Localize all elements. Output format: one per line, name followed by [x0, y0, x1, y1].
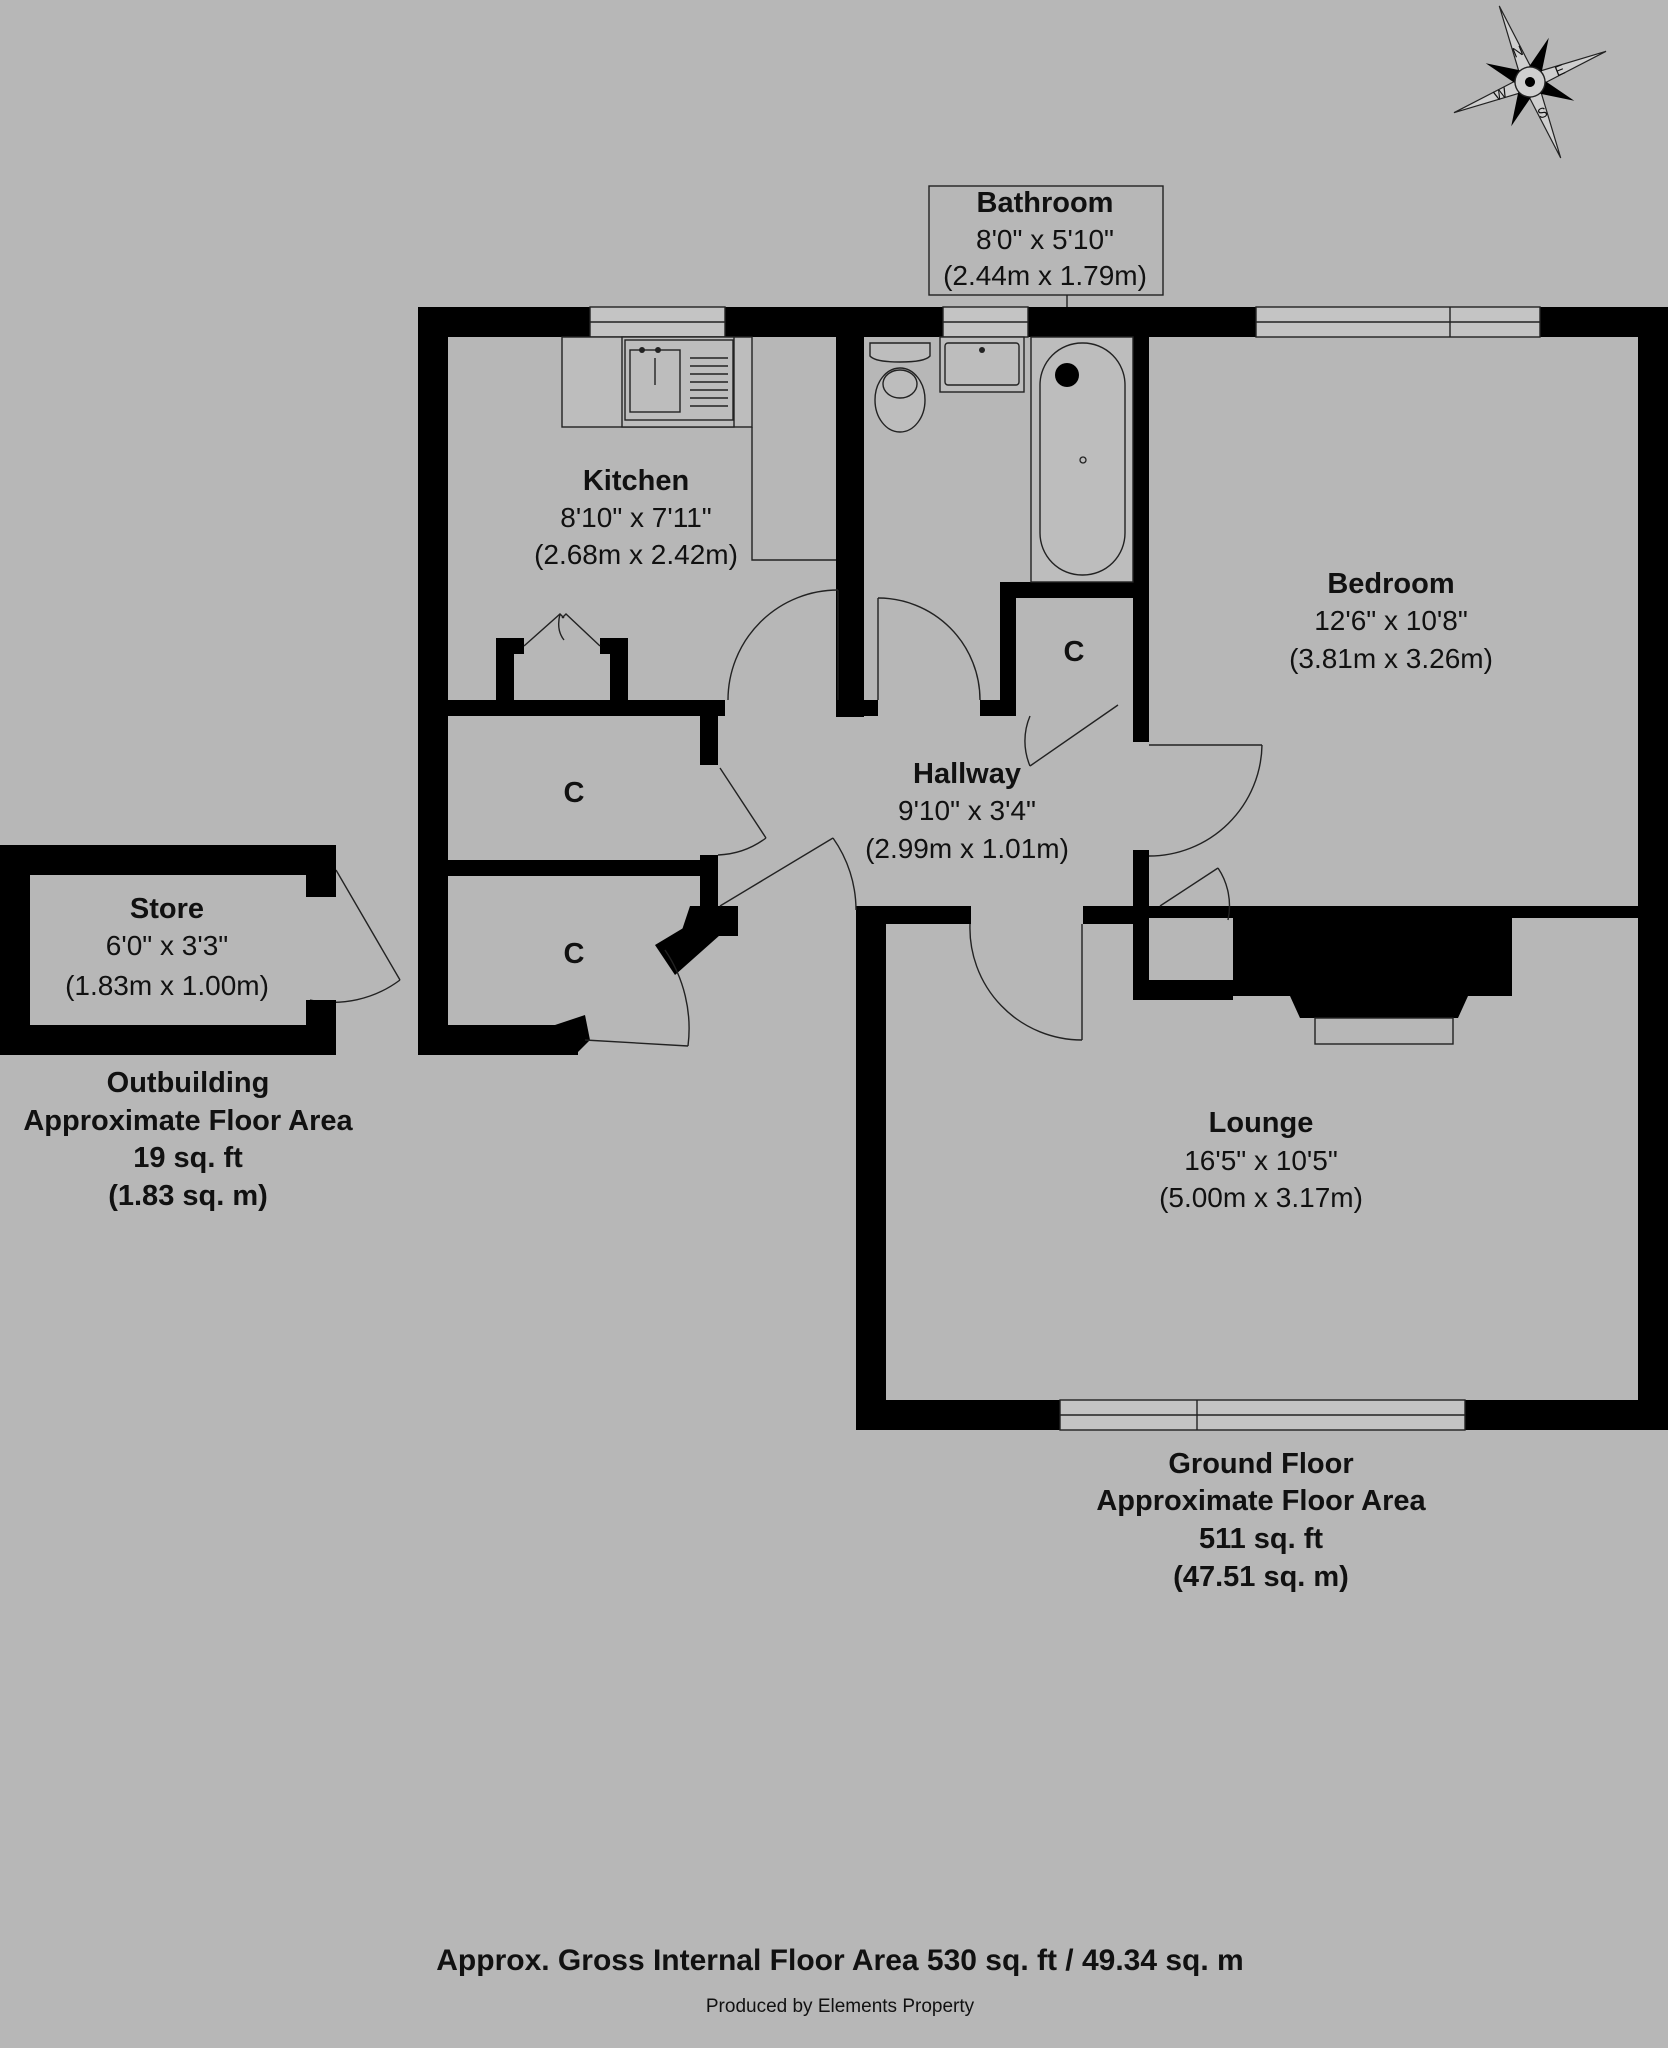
- kitchen-size-imperial: 8'10" x 7'11": [560, 502, 711, 533]
- room-label-bedroom: Bedroom 12'6" x 10'8" (3.81m x 3.26m): [1289, 568, 1493, 674]
- room-label-kitchen: Kitchen 8'10" x 7'11" (2.68m x 2.42m): [534, 465, 738, 570]
- bedroom-size-imperial: 12'6" x 10'8": [1314, 605, 1468, 636]
- basin-icon: [939, 336, 1025, 393]
- store-size-metric: (1.83m x 1.00m): [65, 970, 269, 1001]
- ground-floor-subtitle: Approximate Floor Area: [1096, 1485, 1426, 1517]
- room-label-hallway: Hallway 9'10" x 3'4" (2.99m x 1.01m): [865, 758, 1069, 864]
- gross-floor-area: Approx. Gross Internal Floor Area 530 sq…: [436, 1944, 1243, 1977]
- lounge-name: Lounge: [1209, 1107, 1314, 1139]
- ground-floor-title: Ground Floor: [1168, 1448, 1353, 1480]
- outbuilding-title: Outbuilding: [107, 1067, 270, 1099]
- kitchen-name: Kitchen: [583, 465, 689, 497]
- cupboard-label-3: C: [1064, 636, 1085, 668]
- hallway-name: Hallway: [913, 758, 1021, 790]
- outbuilding-area-sqm: (1.83 sq. m): [108, 1180, 268, 1212]
- cupboard-label-2: C: [564, 938, 585, 970]
- bathroom-size-imperial: 8'0" x 5'10": [976, 224, 1114, 255]
- kitchen-sink-icon: [561, 336, 836, 561]
- outbuilding-area-summary: Outbuilding Approximate Floor Area 19 sq…: [23, 1067, 353, 1212]
- store-walls: [0, 845, 336, 1055]
- bathroom-size-metric: (2.44m x 1.79m): [943, 260, 1147, 291]
- room-label-bathroom: Bathroom 8'0" x 5'10" (2.44m x 1.79m): [943, 187, 1147, 291]
- lounge-size-imperial: 16'5" x 10'5": [1184, 1145, 1338, 1176]
- cupboard-label-1: C: [564, 777, 585, 809]
- windows: [589, 306, 1541, 1431]
- lounge-size-metric: (5.00m x 3.17m): [1159, 1182, 1363, 1213]
- store-size-imperial: 6'0" x 3'3": [106, 930, 228, 961]
- kitchen-size-metric: (2.68m x 2.42m): [534, 539, 738, 570]
- ground-floor-area-sqft: 511 sq. ft: [1199, 1523, 1323, 1555]
- bathroom-label-box: [928, 185, 1164, 296]
- bedroom-name: Bedroom: [1327, 568, 1454, 600]
- kitchen-cabinet-doors-icon: [523, 613, 601, 647]
- doors: [309, 589, 1454, 1047]
- produced-by: Produced by Elements Property: [706, 1996, 975, 2017]
- bathroom-name: Bathroom: [977, 187, 1114, 219]
- bedroom-size-metric: (3.81m x 3.26m): [1289, 643, 1493, 674]
- hallway-size-metric: (2.99m x 1.01m): [865, 833, 1069, 864]
- toilet-icon: [869, 342, 931, 433]
- store-name: Store: [130, 893, 204, 925]
- compass-rose-icon: N E S W: [1453, 5, 1607, 159]
- room-label-store: Store 6'0" x 3'3" (1.83m x 1.00m): [65, 893, 269, 1001]
- hallway-size-imperial: 9'10" x 3'4": [898, 795, 1036, 826]
- ground-floor-area-sqm: (47.51 sq. m): [1173, 1561, 1349, 1593]
- outbuilding-area-sqft: 19 sq. ft: [133, 1142, 243, 1174]
- bath-icon: [1030, 336, 1134, 583]
- outbuilding-subtitle: Approximate Floor Area: [23, 1105, 353, 1137]
- ground-floor-area-summary: Ground Floor Approximate Floor Area 511 …: [1096, 1448, 1426, 1593]
- room-label-lounge: Lounge 16'5" x 10'5" (5.00m x 3.17m): [1159, 1107, 1363, 1213]
